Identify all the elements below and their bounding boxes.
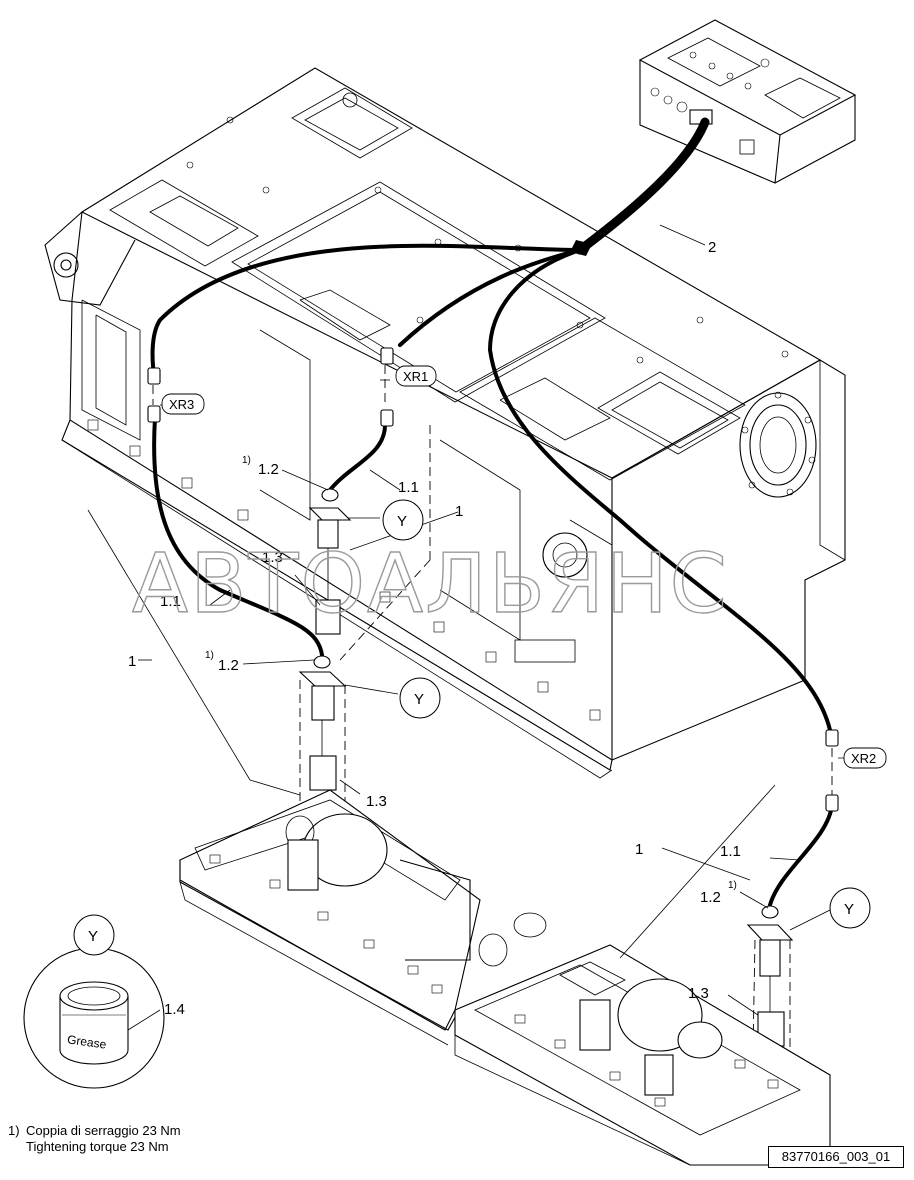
label-1-2-right: 1.2 [700,889,721,906]
label-1-1-upper: 1.1 [398,479,419,496]
footnote-line-en: Tightening torque 23 Nm [26,1139,169,1154]
lower-module-left [179,789,547,1046]
sensor-middle [298,655,347,791]
label-1-upper: 1 [455,503,463,520]
footnote-mark: 1) [8,1123,20,1138]
label-y-upper: Y [397,513,407,530]
label-y-detail: Y [88,928,98,945]
label-1-right: 1 [635,841,643,858]
label-1-1-right: 1.1 [720,843,741,860]
callouts: 2 XR1 XR3 XR2 1) 1.2 1.1 1 Y 1.3 1.1 1 1… [66,239,887,1052]
label-y-middle: Y [414,691,424,708]
label-1-left: 1 [128,653,136,670]
footnote-mark-middle: 1) [205,650,214,661]
label-y-right: Y [844,901,854,918]
footnote-line-it: Coppia di serraggio 23 Nm [26,1123,181,1138]
main-frame [44,67,846,779]
label-1-2-upper: 1.2 [258,461,279,478]
grease-detail [23,947,165,1089]
footnote: 1) Coppia di serraggio 23 Nm Tightening t… [8,1123,181,1155]
label-1-3-right: 1.3 [688,985,709,1002]
label-item-2: 2 [708,239,716,256]
watermark: АВТОАЛЬЯНС [132,537,729,632]
footnote-mark-upper: 1) [242,455,251,466]
label-1-4: 1.4 [164,1001,185,1018]
control-box [638,19,857,184]
tag-xr2: XR2 [851,751,876,766]
label-1-3-upper: 1.3 [262,549,283,566]
sensor-upper [308,488,352,635]
footnote-mark-right: 1) [728,880,737,891]
cable-harness [147,117,839,907]
tag-xr3: XR3 [169,397,194,412]
tag-xr1: XR1 [403,369,428,384]
lower-module-right [454,944,831,1166]
label-1-1-left: 1.1 [160,593,181,610]
label-1-3-middle: 1.3 [366,793,387,810]
label-1-2-middle: 1.2 [218,657,239,674]
leader-lines [87,224,860,1031]
drawing-number: 83770166_003_01 [768,1146,904,1168]
grease-can-label: Grease [66,1032,107,1051]
